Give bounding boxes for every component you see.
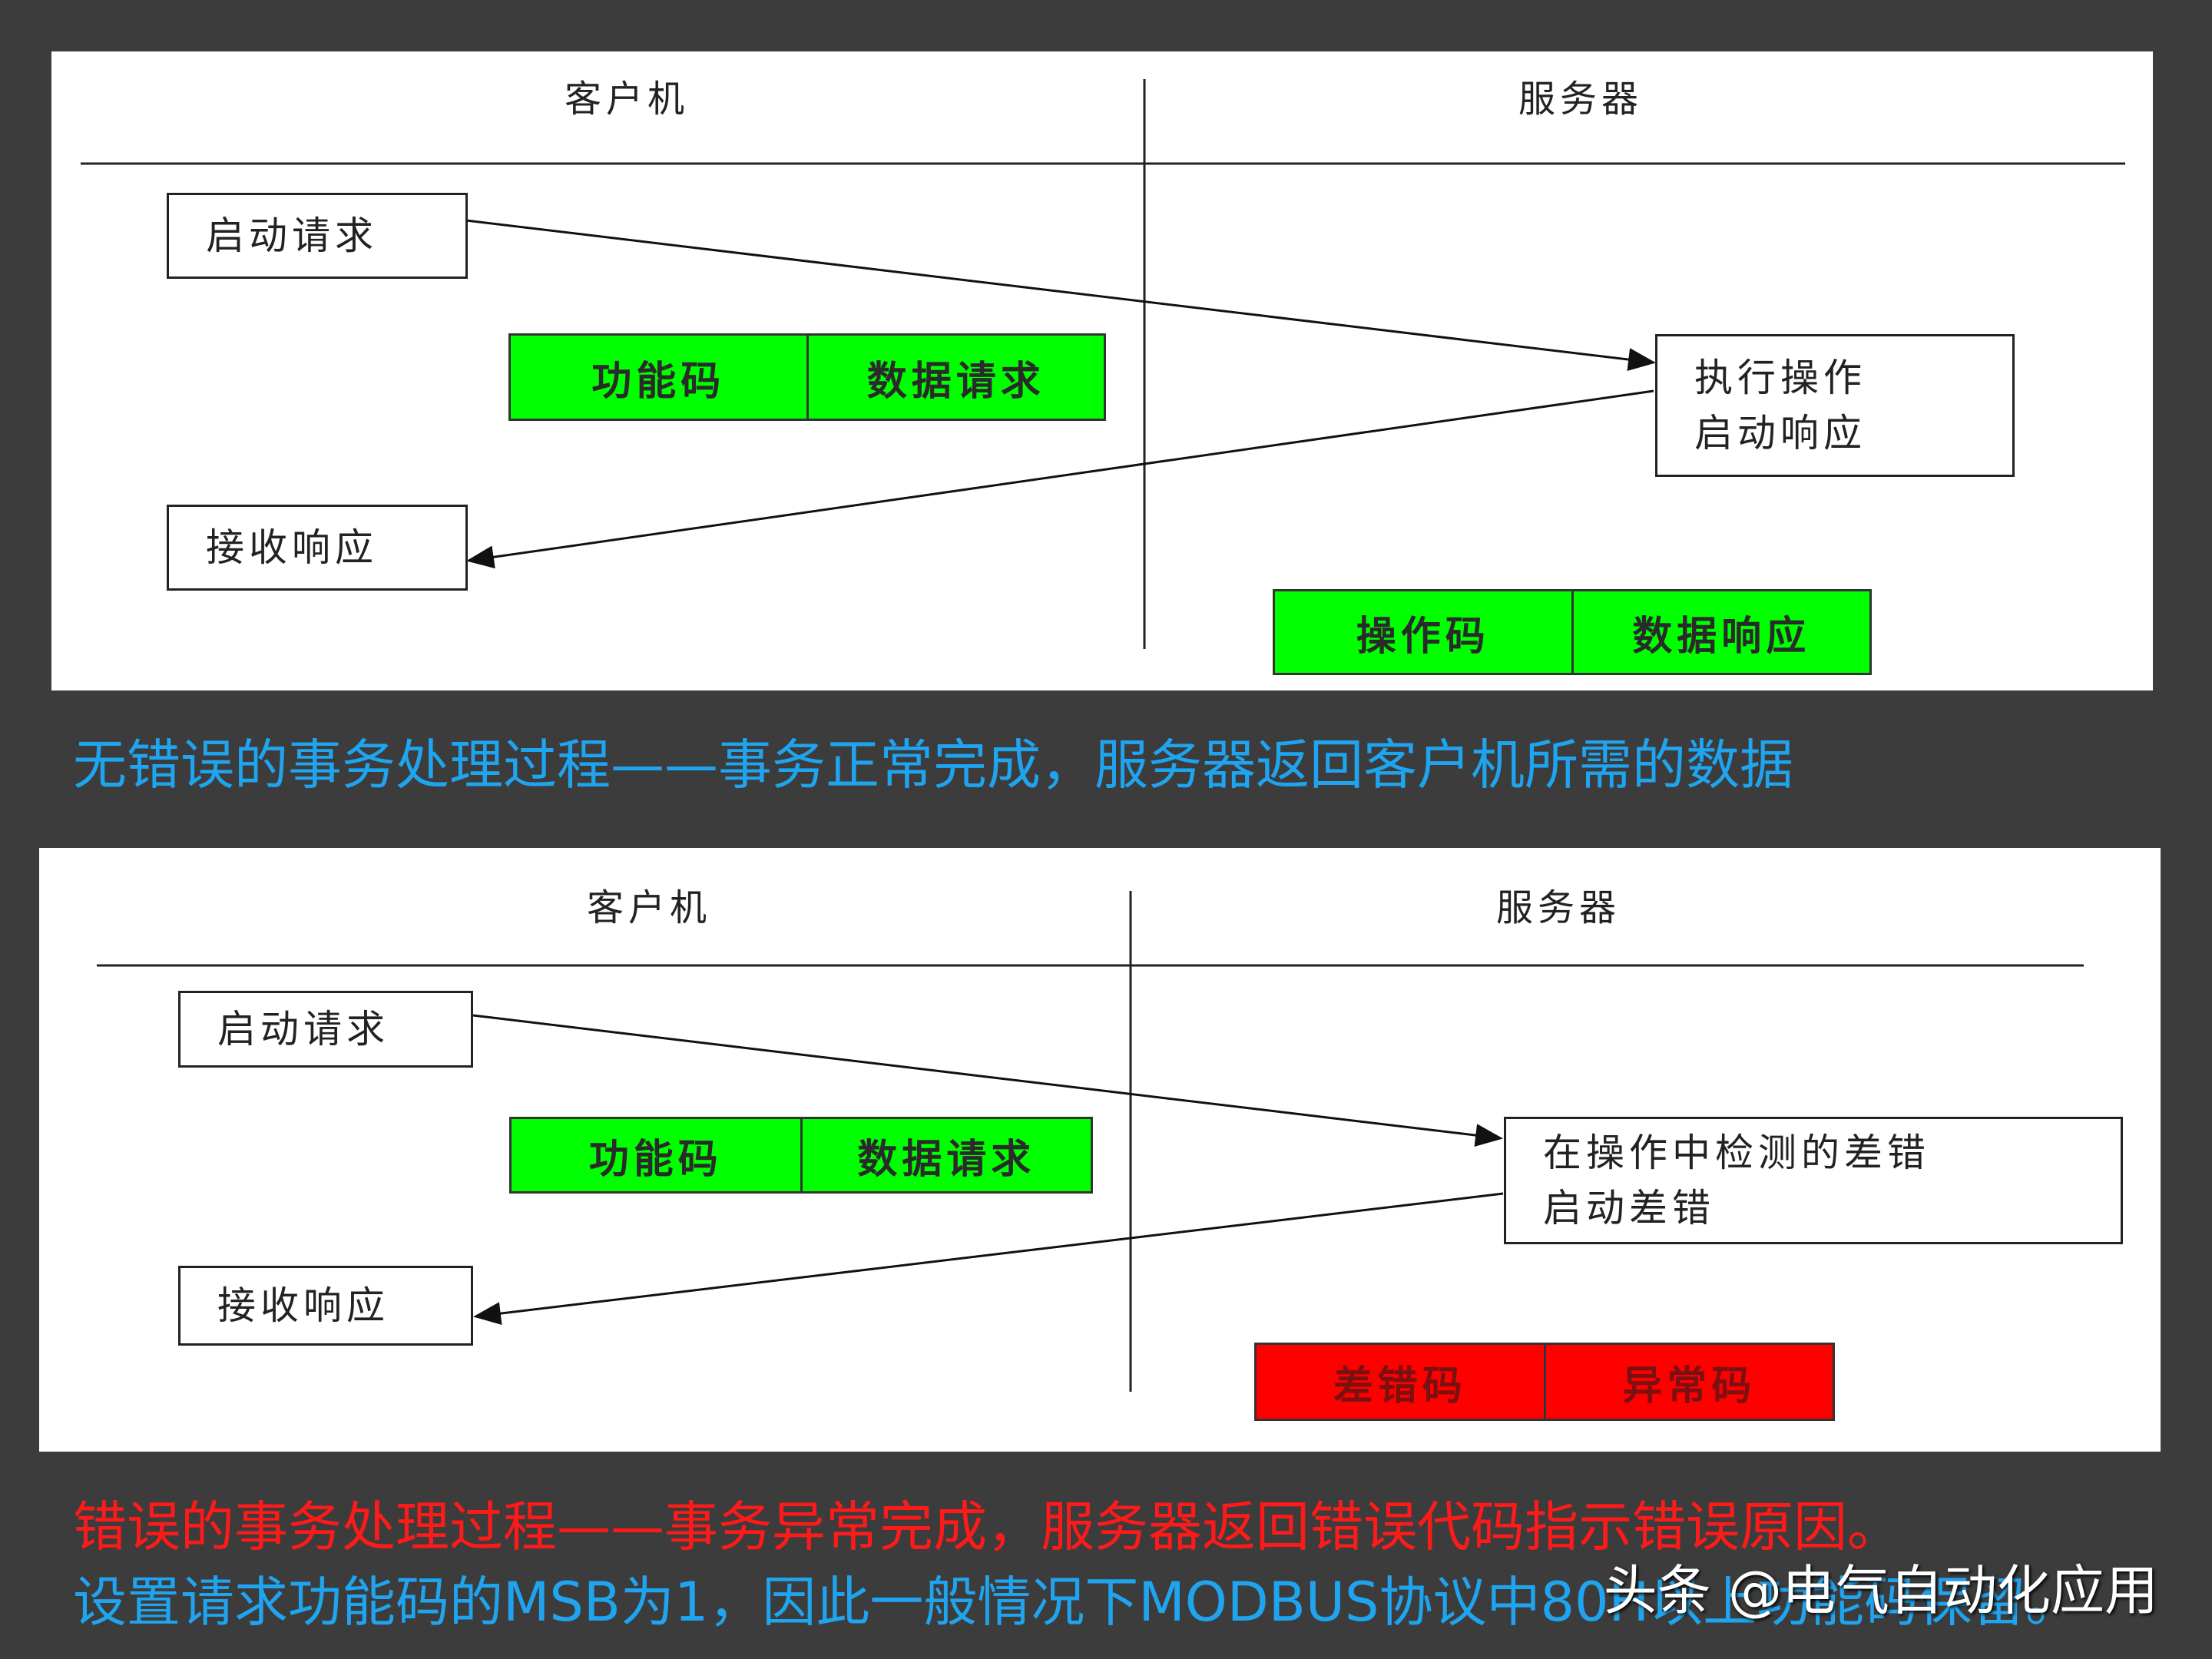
caption-error: 错误的事务处理过程——事务异常完成，服务器返回错误代码指示错误原因。: [73, 1495, 1901, 1558]
client-header: 客户机: [565, 78, 690, 121]
diagram-lines: [97, 891, 2084, 1392]
start-request-box: 启动请求: [178, 991, 473, 1068]
response-arrow: [473, 1192, 1504, 1325]
operation-code-cell: 操作码: [1356, 612, 1490, 660]
diagram-lines: [81, 79, 2125, 649]
start-request-box: 启动请求: [167, 193, 468, 279]
request-arrow: [472, 1014, 1503, 1147]
diagram-normal-transaction: 客户机 服务器 启动请求 接收响应 执行操作 启动响应 功能码 数据请求 操作码…: [51, 51, 2153, 690]
caption-normal: 无错误的事务处理过程——事务正常完成，服务器返回客户机所需的数据: [73, 733, 1793, 796]
error-response-packet: 差错码 异常码: [1254, 1343, 1835, 1421]
data-request-cell: 数据请求: [800, 1119, 1091, 1191]
request-arrow: [465, 219, 1656, 371]
server-error-line-1: 在操作中检测的差错: [1543, 1130, 1930, 1175]
request-packet: 功能码 数据请求: [508, 333, 1106, 421]
receive-response-label: 接收响应: [206, 525, 378, 570]
response-arrow: [466, 389, 1654, 569]
function-code-cell: 功能码: [588, 1135, 723, 1183]
server-process-line-2: 启动响应: [1694, 411, 1866, 455]
exception-code-cell: 异常码: [1543, 1345, 1833, 1419]
server-header: 服务器: [1518, 78, 1644, 121]
data-response-cell: 数据响应: [1571, 591, 1870, 673]
error-code-cell: 差错码: [1333, 1362, 1467, 1409]
watermark: 头条 @电气自动化应用: [1603, 1559, 2158, 1622]
diagram-error-transaction: 客户机 服务器 启动请求 接收响应 在操作中检测的差错 启动差错 功能码 数据请…: [39, 848, 2161, 1452]
start-request-label: 启动请求: [217, 1006, 389, 1051]
request-packet: 功能码 数据请求: [509, 1117, 1093, 1194]
client-header: 客户机: [587, 886, 712, 929]
receive-response-label: 接收响应: [217, 1283, 389, 1328]
server-header: 服务器: [1496, 886, 1621, 929]
receive-response-box: 接收响应: [178, 1266, 473, 1346]
response-packet: 操作码 数据响应: [1273, 589, 1872, 675]
function-code-cell: 功能码: [591, 357, 726, 405]
receive-response-box: 接收响应: [167, 505, 468, 591]
server-error-line-2: 启动差错: [1543, 1186, 1715, 1230]
start-request-label: 启动请求: [206, 213, 378, 258]
server-process-box: 执行操作 启动响应: [1655, 334, 2015, 477]
server-process-line-1: 执行操作: [1694, 355, 1866, 400]
data-request-cell: 数据请求: [806, 336, 1104, 419]
server-error-box: 在操作中检测的差错 启动差错: [1504, 1117, 2123, 1244]
caption-msb-note: 设置请求功能码的MSB为1，因此一般情况下MODBUS协议中80H以上功能码保留…: [73, 1571, 2080, 1634]
